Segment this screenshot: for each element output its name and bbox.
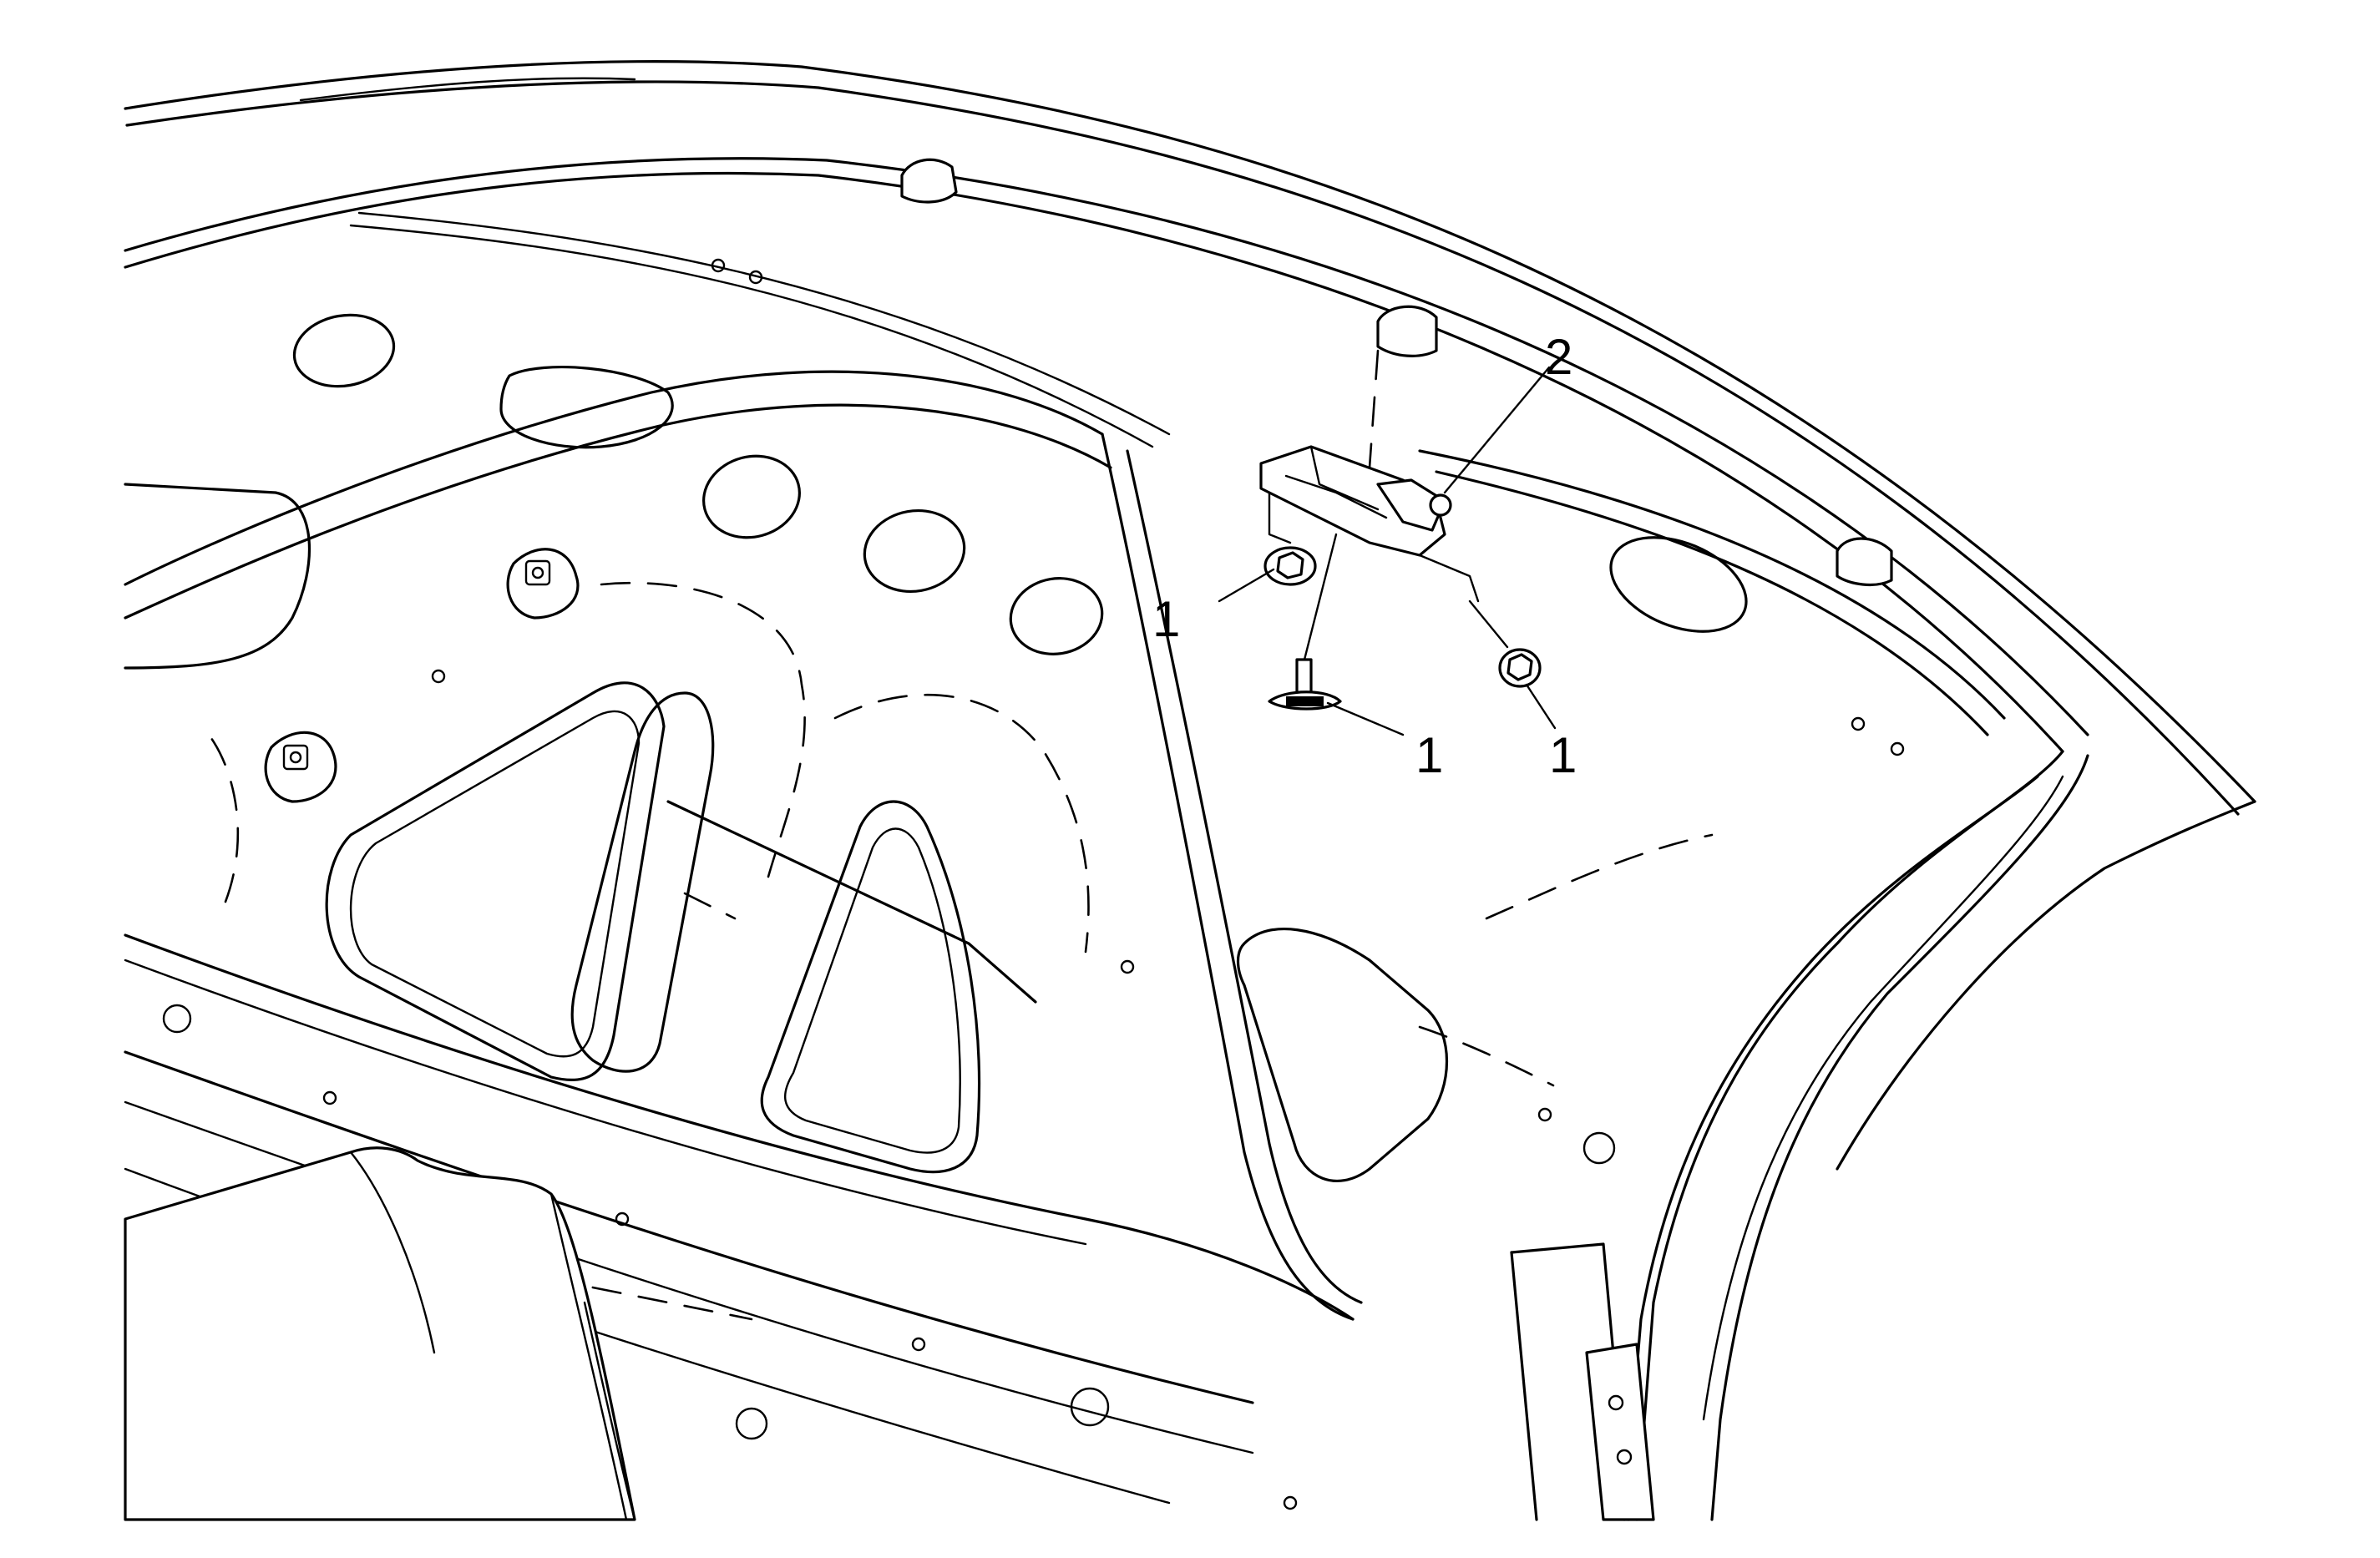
latch-assembly (1259, 349, 1480, 603)
fasteners (1263, 533, 1542, 711)
lid-outer-edge (124, 60, 2256, 816)
hidden-lines (207, 581, 1714, 1321)
left-brackets (264, 548, 580, 803)
callout-latch-assembly: 2 (1545, 329, 1572, 385)
leader-lines (1218, 366, 1557, 736)
nut-right (1468, 599, 1542, 688)
top-clips (900, 158, 1893, 586)
callout-nut-left: 1 (1152, 591, 1180, 647)
nut-left (1263, 546, 1317, 586)
lower-right-channel (1510, 1242, 1655, 1521)
callout-nut-right: 1 (1549, 727, 1577, 783)
inner-panel (124, 370, 1363, 1505)
callout-labels: 1 1 1 2 (1152, 329, 1577, 783)
callout-bolt-bottom: 1 (1415, 727, 1443, 783)
lid-right-flange (1623, 750, 2256, 1521)
small-holes (162, 258, 1905, 1510)
panel-cutouts (325, 681, 1448, 1183)
rear-shelf (124, 1146, 636, 1521)
access-holes (124, 313, 1748, 670)
bolt-bottom (1268, 533, 1342, 711)
